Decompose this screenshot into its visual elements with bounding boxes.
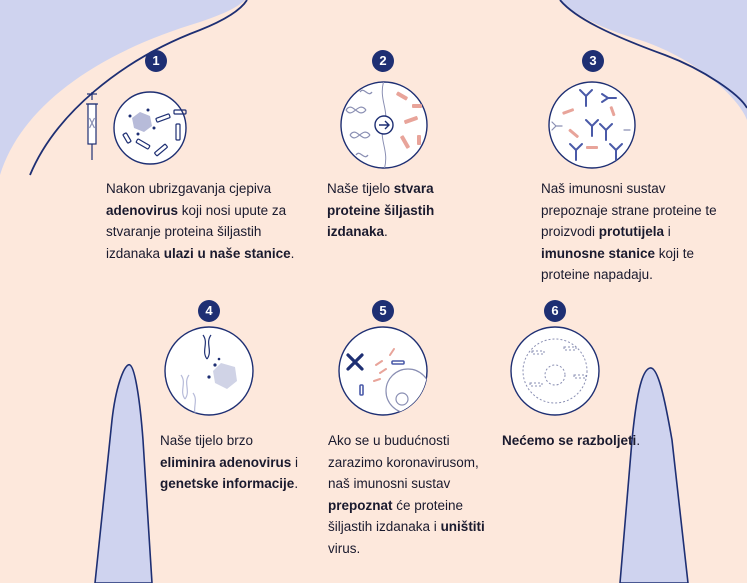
step-4-badge: 4 [198, 300, 220, 322]
caption-bold-text: ulazi u naše stanice [163, 245, 291, 261]
caption-bold-text: Nećemo se razboljeti [502, 433, 637, 448]
step-3-badge: 3 [582, 50, 604, 72]
caption-text: . [294, 476, 299, 491]
caption-bold-text: stvara proteine šiljastih izdanaka [327, 181, 435, 239]
step-3-caption: Naš imunosni sustav prepoznaje strane pr… [541, 178, 721, 286]
step-6-caption: Nećemo se razboljeti. [502, 430, 652, 452]
caption-bold-text: uništiti [440, 519, 485, 534]
caption-text: . [636, 433, 641, 448]
caption-text: i [664, 224, 671, 239]
caption-bold-text: protutijela [598, 224, 665, 239]
caption-text: će proteine šiljastih izdanaka i [328, 497, 464, 535]
healthy-cell-icon [510, 326, 600, 416]
step-5-caption: Ako se u budućnosti zarazimo koronavirus… [328, 430, 488, 559]
antibodies-icon [548, 81, 636, 169]
caption-text: koji te proteine napadaju. [541, 245, 695, 283]
step-5-badge: 5 [372, 300, 394, 322]
step-1-badge: 1 [145, 50, 167, 72]
caption-text: . [290, 245, 295, 261]
adenovirus-elimination-icon [164, 326, 254, 416]
step-6-badge: 6 [544, 300, 566, 322]
syringe-and-adenovirus-cell-icon [86, 91, 187, 165]
caption-text: i [291, 454, 299, 470]
caption-text: Nakon ubrizgavanja cjepiva [106, 181, 272, 196]
coronavirus-destroyed-icon [338, 326, 428, 416]
caption-bold-text: imunosne stanice [541, 245, 656, 261]
caption-text: Naše tijelo [327, 181, 394, 196]
step-1-caption: Nakon ubrizgavanja cjepiva adenovirus ko… [106, 178, 296, 264]
caption-text: . [384, 224, 388, 239]
caption-bold-text: prepoznat [328, 497, 393, 513]
step-2-caption: Naše tijelo stvara proteine šiljastih iz… [327, 178, 477, 243]
step-2-badge: 2 [372, 50, 394, 72]
caption-bold-text: adenovirus [106, 202, 179, 218]
caption-text: koji nosi upute za stvaranje proteina ši… [106, 202, 287, 261]
caption-bold-text: eliminira adenovirus [160, 454, 292, 470]
caption-text: Naš imunosni sustav prepoznaje strane pr… [541, 181, 717, 239]
caption-text: virus. [328, 540, 361, 556]
caption-text: Ako se u budućnosti zarazimo koronavirus… [328, 433, 479, 491]
caption-bold-text: genetske informacije [160, 476, 295, 491]
step-4-caption: Naše tijelo brzo eliminira adenovirus i … [160, 430, 310, 495]
dna-to-spike-protein-icon [340, 81, 428, 169]
caption-text: Naše tijelo brzo [160, 433, 254, 448]
